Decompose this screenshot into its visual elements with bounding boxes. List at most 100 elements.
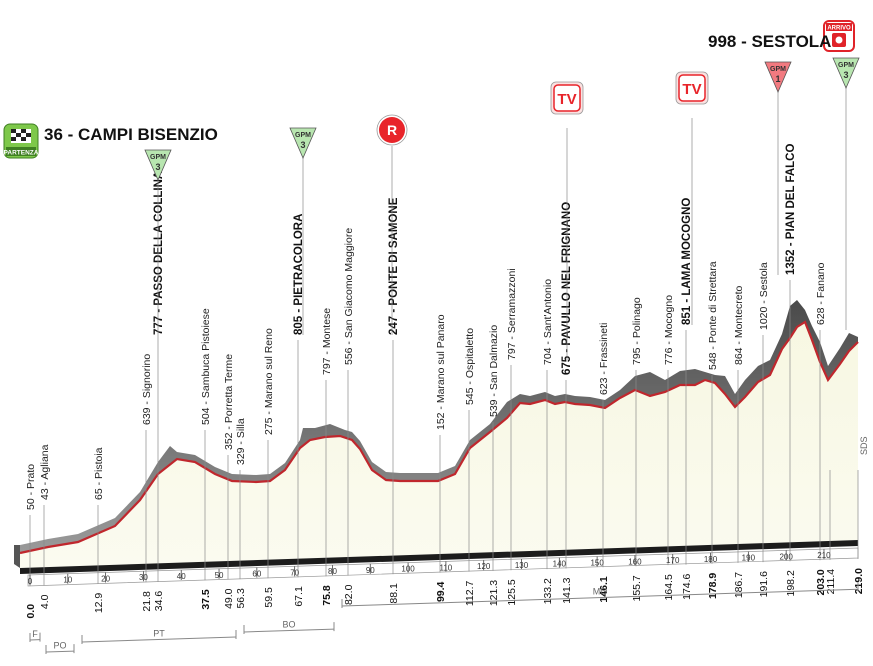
waypoint-km: 88.1 bbox=[388, 583, 400, 604]
waypoint-label: 776 - Mocogno bbox=[663, 295, 675, 365]
profile-left-cap bbox=[14, 545, 20, 568]
waypoint-km: 59.5 bbox=[263, 587, 275, 608]
km-tick-label: 150 bbox=[590, 558, 604, 567]
waypoint-label: 805 - PIETRACOLORA bbox=[293, 214, 305, 335]
tv-label: TV bbox=[557, 91, 576, 108]
profile-face bbox=[20, 322, 858, 568]
waypoint-km: 219.0 bbox=[853, 568, 865, 594]
waypoint-label: 545 - Ospitaletto bbox=[464, 328, 476, 405]
waypoint-km: 0.0 bbox=[25, 604, 37, 619]
start-badge: PARTENZA bbox=[3, 123, 39, 159]
km-tick-label: 10 bbox=[63, 576, 72, 585]
waypoint-label: 797 - Serramazzoni bbox=[506, 268, 518, 360]
gpm-title: GPM bbox=[150, 154, 166, 161]
region-bracket bbox=[45, 650, 75, 653]
finish-badge-label: ARRIVO bbox=[827, 26, 851, 32]
waypoint-km: 34.6 bbox=[153, 591, 165, 612]
waypoint-km: 21.8 bbox=[141, 591, 153, 612]
waypoint-label: 539 - San Dalmazio bbox=[488, 325, 500, 417]
waypoint-km: 12.9 bbox=[93, 593, 105, 614]
waypoint-km: 37.5 bbox=[200, 589, 212, 610]
waypoint-km: 67.1 bbox=[293, 586, 305, 607]
finish-badge: ARRIVO bbox=[823, 20, 855, 52]
gpm-number: 3 bbox=[155, 162, 160, 172]
waypoint-km: 112.7 bbox=[464, 580, 476, 606]
feed-zone-letter: R bbox=[387, 122, 397, 138]
waypoint-label: 65 - Pistoia bbox=[93, 447, 105, 500]
km-tick-label: 200 bbox=[779, 552, 793, 561]
tv-marker: TV bbox=[550, 81, 584, 360]
waypoint-km: 133.2 bbox=[542, 578, 554, 604]
waypoint-label: 639 - Signorino bbox=[141, 354, 153, 425]
waypoint-km: 121.3 bbox=[488, 580, 500, 606]
start-location: 36 - CAMPI BISENZIO bbox=[44, 125, 218, 144]
km-tick-label: 30 bbox=[139, 573, 148, 582]
waypoint-label: 795 - Polinago bbox=[631, 297, 643, 365]
waypoint-label: 504 - Sambuca Pistoiese bbox=[200, 308, 212, 425]
start-badge-label: PARTENZA bbox=[4, 150, 39, 157]
waypoint-km: 56.3 bbox=[235, 588, 247, 609]
waypoint-label: 704 - Sant'Antonio bbox=[542, 279, 554, 365]
waypoint-km: 191.6 bbox=[758, 571, 770, 597]
waypoint-label: 797 - Montese bbox=[321, 308, 333, 375]
waypoint-label: 851 - LAMA MOCOGNO bbox=[681, 198, 693, 325]
waypoint-label: 864 - Montecreto bbox=[733, 285, 745, 365]
waypoint-km: 211.4 bbox=[825, 569, 837, 595]
region-label: F bbox=[32, 629, 38, 639]
waypoint-km: 146.1 bbox=[598, 576, 610, 602]
gpm-number: 3 bbox=[300, 140, 305, 150]
km-tick-label: 210 bbox=[817, 551, 831, 560]
km-tick-label: 160 bbox=[628, 557, 642, 566]
region-label: PO bbox=[53, 641, 66, 651]
km-tick-label: 20 bbox=[101, 574, 110, 583]
feed-zone-circle bbox=[379, 117, 405, 143]
waypoint-label: 352 - Porretta Terme bbox=[223, 354, 235, 450]
gpm-triangle bbox=[832, 57, 860, 90]
waypoint-label: 623 - Frassineti bbox=[598, 323, 610, 395]
waypoint-label: 152 - Marano sul Panaro bbox=[435, 314, 447, 430]
waypoint-label: 777 - PASSO DELLA COLLINA bbox=[153, 171, 165, 335]
waypoint-label: 1020 - Sestola bbox=[758, 262, 770, 330]
gpm-number: 1 bbox=[775, 74, 780, 84]
waypoint-km: 203.0 bbox=[815, 569, 827, 595]
tv-label: TV bbox=[682, 81, 701, 98]
km-tick-label: 80 bbox=[328, 567, 337, 576]
gpm-title: GPM bbox=[295, 132, 311, 139]
km-tick-label: 180 bbox=[704, 555, 718, 564]
waypoint-label: 275 - Marano sul Reno bbox=[263, 328, 275, 435]
waypoint-km: 141.3 bbox=[561, 577, 573, 603]
side-label: SDS bbox=[859, 436, 869, 455]
km-tick-label: 60 bbox=[252, 570, 261, 579]
gpm-title: GPM bbox=[838, 62, 854, 69]
tv-screen bbox=[553, 84, 581, 112]
km-tick-label: 120 bbox=[477, 562, 491, 571]
feed-zone-marker: R bbox=[376, 114, 408, 335]
gpm-title: GPM bbox=[770, 66, 786, 73]
km-tick-label: 40 bbox=[177, 572, 186, 581]
gpm-triangle bbox=[764, 61, 792, 94]
region-label: PT bbox=[153, 628, 165, 638]
waypoint-km: 49.0 bbox=[223, 588, 235, 609]
km-tick-label: 100 bbox=[401, 565, 415, 574]
waypoint-km: 164.5 bbox=[663, 574, 675, 600]
km-tick-label: 110 bbox=[440, 563, 453, 572]
waypoint-km: 198.2 bbox=[785, 570, 797, 596]
km-tick-label: 90 bbox=[366, 566, 375, 575]
gpm-number: 3 bbox=[843, 70, 848, 80]
km-tick-label: 0 bbox=[28, 577, 33, 586]
gpm-triangle bbox=[144, 149, 172, 182]
waypoint-label: 556 - San Giacomo Maggiore bbox=[343, 228, 355, 365]
waypoint-km: 174.6 bbox=[681, 573, 693, 599]
tv-marker: TV bbox=[675, 71, 709, 325]
waypoint-km: 99.4 bbox=[435, 581, 447, 602]
